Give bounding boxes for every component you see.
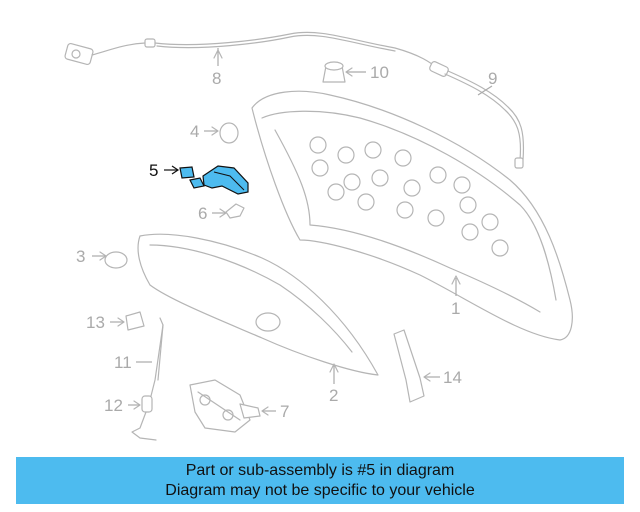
callout-7: 7 [280,402,289,421]
part-3-grommet [92,251,128,269]
callout-11: 11 [114,353,132,372]
callout-10: 10 [370,63,389,82]
callout-2: 2 [329,386,338,405]
part-2-insulator [137,233,379,384]
banner-line-disclaimer: Diagram may not be specific to your vehi… [165,481,475,499]
callout-9: 9 [488,69,497,88]
callout-1: 1 [451,299,460,318]
part-7-latch [189,379,276,433]
part-5-bracket-highlighted [164,165,249,195]
info-banner: Part or sub-assembly is #5 in diagram Di… [16,457,624,504]
part-12-rod-end [128,395,157,441]
part-4-stop [204,122,239,144]
callout-8: 8 [212,69,221,88]
part-11-prop-rod [136,317,164,401]
part-8-release-cable [64,31,441,71]
callout-6: 6 [198,204,207,223]
parts-diagram: 8 9 10 4 5 6 3 1 13 11 2 14 12 7 [64,31,573,441]
banner-line-part: Part or sub-assembly is #5 in diagram [185,461,455,479]
callout-13: 13 [86,313,105,332]
part-1-hood [251,90,573,341]
callout-5: 5 [149,161,158,180]
part-6-clip [212,203,245,219]
part-9-cable [429,61,525,169]
callout-4: 4 [190,122,199,141]
part-14-seal [393,329,440,403]
part-13-bracket [110,311,145,331]
callout-14: 14 [443,368,462,387]
callout-3: 3 [76,247,85,266]
part-10-bumper [322,61,366,83]
hood-inner-holes [309,136,509,257]
callout-12: 12 [104,396,123,415]
